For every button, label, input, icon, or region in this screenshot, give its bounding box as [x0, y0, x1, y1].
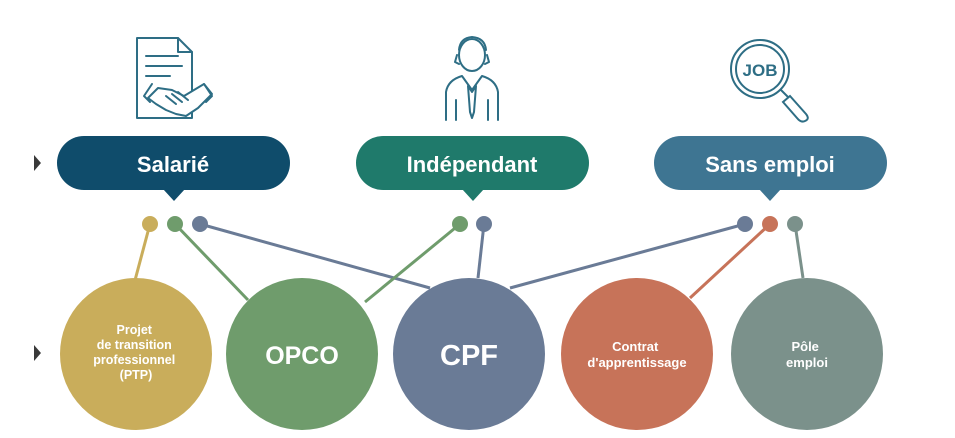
scheme-apprentissage-line-1: Contrat — [612, 339, 659, 354]
scheme-opco-circle — [226, 278, 378, 430]
category-salarie: Salarié — [57, 136, 290, 201]
scheme-opco: OPCO — [226, 278, 378, 430]
dot-independant-opco — [452, 216, 468, 232]
category-sans-emploi-pointer — [759, 189, 781, 201]
scheme-ptp: Projet de transition professionnel (PTP) — [60, 278, 212, 430]
category-independant-label: Indépendant — [407, 152, 538, 177]
scheme-opco-label: OPCO — [265, 342, 339, 370]
dot-salarie-opco — [167, 216, 183, 232]
category-independant-pointer — [462, 189, 484, 201]
dot-sansemploi-cpf — [737, 216, 753, 232]
category-sans-emploi-label: Sans emploi — [705, 152, 835, 177]
dot-independant-cpf — [476, 216, 492, 232]
dot-salarie-cpf — [192, 216, 208, 232]
scheme-cpf: CPF — [393, 278, 545, 430]
scheme-ptp-label: Projet de transition professionnel (PTP) — [93, 323, 178, 382]
category-independant-pill — [356, 136, 589, 190]
connector-salarie-cpf — [199, 222, 431, 290]
scheme-ptp-line-2: de transition — [97, 338, 172, 352]
scheme-ptp-circle — [60, 278, 212, 430]
scheme-apprentissage-circle — [561, 278, 713, 430]
category-independant: Indépendant — [356, 136, 589, 201]
row-arrow-schemes — [34, 345, 41, 361]
connector-salarie-opco — [173, 222, 250, 302]
connectors — [132, 222, 805, 304]
connector-sansemploi-cpf — [509, 222, 746, 290]
category-salarie-label: Salarié — [137, 152, 209, 177]
category-salarie-pill — [57, 136, 290, 190]
connector-sansemploi-apprentissage — [688, 222, 772, 300]
category-sans-emploi: Sans emploi — [654, 136, 887, 201]
category-sans-emploi-pill — [654, 136, 887, 190]
row-arrow-categories — [34, 155, 41, 171]
scheme-pole-emploi-line-2: emploi — [786, 355, 828, 370]
scheme-cpf-label: CPF — [440, 340, 498, 372]
category-salarie-pointer — [163, 189, 185, 201]
job-icon-text: JOB — [743, 61, 778, 80]
scheme-ptp-line-4: (PTP) — [120, 368, 153, 382]
scheme-pole-emploi: Pôle emploi — [731, 278, 883, 430]
dot-salarie-ptp — [142, 216, 158, 232]
connector-sansemploi-pole — [793, 223, 805, 279]
scheme-cpf-circle — [393, 278, 545, 430]
connector-independant-cpf — [476, 223, 486, 279]
scheme-pole-emploi-line-1: Pôle — [791, 339, 818, 354]
connector-dots — [142, 216, 803, 232]
connector-salarie-ptp — [132, 223, 152, 285]
scheme-apprentissage: Contrat d'apprentissage — [561, 278, 713, 430]
scheme-ptp-line-1: Projet — [117, 323, 153, 337]
dot-sansemploi-apprentissage — [762, 216, 778, 232]
job-search-icon: JOB — [730, 39, 809, 123]
scheme-pole-emploi-label: Pôle emploi — [786, 339, 828, 370]
scheme-apprentissage-label: Contrat d'apprentissage — [587, 339, 686, 370]
scheme-apprentissage-line-2: d'apprentissage — [587, 355, 686, 370]
scheme-pole-emploi-circle — [731, 278, 883, 430]
scheme-ptp-line-3: professionnel — [93, 353, 175, 367]
businessman-icon — [445, 36, 499, 121]
connector-independant-opco — [364, 222, 461, 304]
contract-handshake-icon — [136, 37, 213, 119]
dot-sansemploi-pole — [787, 216, 803, 232]
